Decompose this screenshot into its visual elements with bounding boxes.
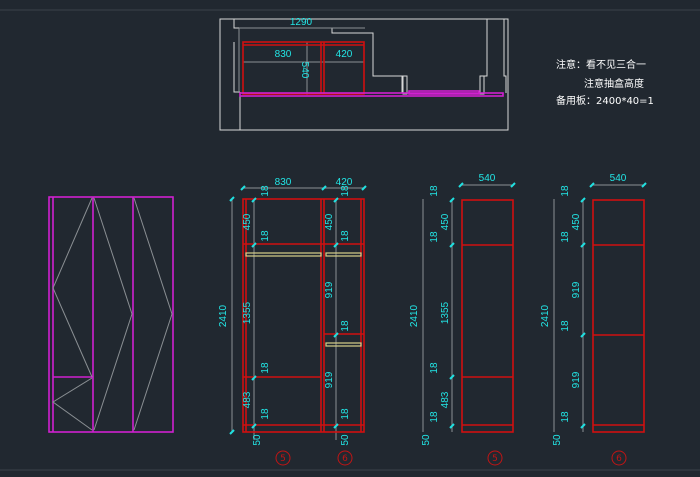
plan-room-outline <box>219 18 509 131</box>
hanging-rail-6-top <box>325 252 362 257</box>
dim-c6-s1: 450 <box>324 213 335 230</box>
side-view-6: 540 2410 18 450 18 919 18 919 18 50 6 <box>540 173 647 466</box>
side5-t3: 18 <box>429 362 440 374</box>
door-elevation <box>48 196 174 433</box>
plan-cabinet-5 <box>242 41 365 95</box>
note-line-2: 注意抽盒高度 <box>584 77 644 90</box>
dim-c6-plinth: 50 <box>340 434 351 446</box>
plan-left-dim: 830 <box>275 49 292 60</box>
note-line-3: 备用板：2400*40=1 <box>556 94 654 107</box>
front-height: 2410 <box>218 304 229 327</box>
side6-t3: 18 <box>560 320 571 332</box>
dim-c5-s2: 1355 <box>242 301 253 324</box>
front-width-5: 830 <box>275 177 292 188</box>
side6-t1: 18 <box>560 185 571 197</box>
side5-t2: 18 <box>429 231 440 243</box>
side6-s1: 450 <box>571 213 582 230</box>
plan-view: 1290 830 420 540 <box>219 17 509 131</box>
side6-depth: 540 <box>610 173 627 184</box>
dim-c6-s2: 919 <box>324 281 335 298</box>
side5-height: 2410 <box>409 304 420 327</box>
side5-depth: 540 <box>479 173 496 184</box>
dim-c6-t2: 18 <box>340 230 351 242</box>
side6-plinth: 50 <box>552 434 563 446</box>
hanging-rail-5 <box>245 252 322 257</box>
dim-c6-t3: 18 <box>340 320 351 332</box>
cabinet-6-marker <box>337 450 353 466</box>
dim-c5-t1: 18 <box>260 185 271 197</box>
front-elevation: 830 420 2410 18 450 18 1355 18 483 18 50… <box>218 177 367 466</box>
hanging-rail-6-bottom <box>325 342 362 347</box>
dim-c5-t2: 18 <box>260 230 271 242</box>
side6-s3: 919 <box>571 371 582 388</box>
dim-c6-t4: 18 <box>340 408 351 420</box>
dim-c5-s1: 450 <box>242 213 253 230</box>
side6-height: 2410 <box>540 304 551 327</box>
dim-c5-t4: 18 <box>260 408 271 420</box>
plan-depth-dim: 540 <box>299 62 310 79</box>
dim-c5-t3: 18 <box>260 362 271 374</box>
dim-c5-s3: 483 <box>242 391 253 408</box>
side6-s2: 919 <box>571 281 582 298</box>
dim-c6-s3: 919 <box>324 371 335 388</box>
side-view-5: 540 2410 18 450 18 1355 18 483 18 50 5 <box>409 173 516 466</box>
dim-c6-t1: 18 <box>340 185 351 197</box>
cabinet-5-label: 5 <box>280 454 286 464</box>
note-line-1: 注意：看不见三合一 <box>556 58 646 71</box>
side5-t4: 18 <box>429 411 440 423</box>
side5-plinth: 50 <box>421 434 432 446</box>
front-cabinet-frame <box>242 198 365 433</box>
cabinet-5-marker <box>275 450 291 466</box>
cabinet-6-label: 6 <box>342 454 348 464</box>
plan-baseboard <box>239 92 504 97</box>
side5-s2: 1355 <box>440 301 451 324</box>
plan-right-dim: 420 <box>336 49 353 60</box>
plan-overall-dim: 1290 <box>290 17 313 28</box>
front-width-6: 420 <box>336 177 353 188</box>
side5-s3: 483 <box>440 391 451 408</box>
side5-label: 5 <box>492 454 498 464</box>
dim-c5-plinth: 50 <box>252 434 263 446</box>
side5-s1: 450 <box>440 213 451 230</box>
side5-t1: 18 <box>429 185 440 197</box>
side6-t2: 18 <box>560 231 571 243</box>
side6-t4: 18 <box>560 411 571 423</box>
side6-label: 6 <box>616 454 622 464</box>
notes: 注意：看不见三合一 注意抽盒高度 备用板：2400*40=1 <box>556 58 654 107</box>
